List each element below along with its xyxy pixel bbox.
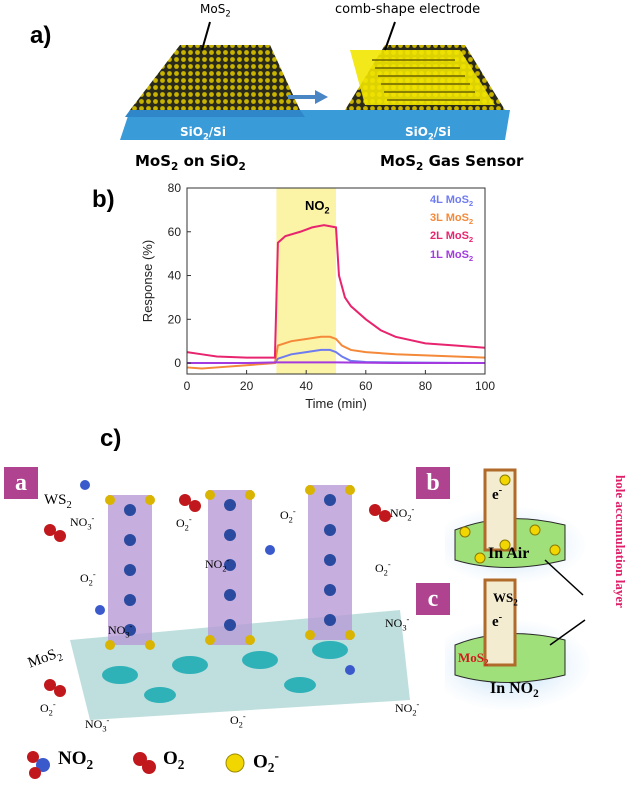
x-axis-label: Time (min) [305, 396, 367, 411]
insets-illustration [445, 468, 590, 710]
arrow-no2 [549, 619, 586, 646]
caption-mos2-on-sio2: MoS2 on SiO2 [135, 152, 246, 173]
inset-mos2-label: MoS2 [458, 650, 489, 668]
in-no2-label: In NO2 [490, 680, 539, 701]
ws2-column-2 [205, 490, 255, 645]
caption-mos2-gas-sensor: MoS2 Gas Sensor [380, 152, 524, 173]
y-tick-label: 20 [168, 312, 182, 326]
air-o2-ions [459, 474, 561, 564]
tag-c: c [416, 583, 450, 615]
comb-electrode-label: comb-shape electrode [335, 2, 481, 17]
panel-a-illustration [120, 21, 510, 140]
no2-label-2: NO2- [205, 556, 230, 574]
response-chart: 0 20 40 60 80 100 0 20 40 60 80 Time (min) Respons… [140, 181, 495, 411]
o2-legend-icon [133, 752, 156, 774]
no3-label-3: NO3- [385, 615, 410, 633]
no3-label-4: NO3- [85, 716, 110, 734]
hole-accumulation-label: hole accumulation layer [613, 475, 628, 608]
legend-entry-3: 2L MoS2 [430, 230, 474, 245]
no2-exposure-band [276, 188, 336, 374]
y-tick-label: 60 [168, 225, 182, 239]
air-ws2-plate [483, 468, 517, 552]
left-mos2-layer [130, 45, 300, 110]
tag-a: a [4, 467, 38, 499]
o2-ion-label-5: O2- [40, 700, 56, 718]
o2-ion-label-6: O2- [230, 712, 246, 730]
no3-label-1: NO3- [70, 514, 95, 532]
electron-label-air: e- [492, 485, 503, 503]
x-tick-label: 60 [359, 379, 373, 393]
in-air-label: In Air [488, 545, 530, 562]
o2-ion-label-1: O2- [80, 570, 96, 588]
o2-ion-label-4: O2- [375, 560, 391, 578]
electron-label-no2: e- [492, 612, 503, 630]
series-line-2 [186, 335, 486, 370]
y-tick-label: 80 [168, 181, 182, 195]
o2-ion-label-2: O2- [176, 515, 192, 533]
no2-label-1: NO2- [390, 505, 415, 523]
mos2-gas-sensor-device [340, 45, 510, 140]
ws2-label: WS2 [44, 492, 72, 511]
x-tick-label: 20 [240, 379, 254, 393]
mos2-on-sio2-device [120, 45, 370, 140]
series-line-3 [186, 224, 486, 359]
legend-entry-1: 4L MoS2 [430, 194, 474, 209]
x-tick-label: 40 [300, 379, 314, 393]
x-tick-label: 0 [184, 379, 191, 393]
legend-entry-4: 1L MoS2 [430, 248, 474, 263]
y-axis-label: Response (%) [140, 240, 155, 322]
y-tick-label: 0 [174, 356, 181, 370]
inset-ws2-label: WS2 [493, 590, 518, 608]
heterostructure-illustration [44, 480, 410, 720]
panel-b-letter: b) [92, 186, 115, 213]
plot-frame [186, 187, 486, 375]
o2-ion-legend-icon [225, 753, 245, 773]
series-line-4 [187, 361, 485, 365]
comb-electrode [350, 50, 495, 105]
x-tick-label: 80 [419, 379, 433, 393]
no2-band-label: NO2 [305, 198, 330, 216]
no2-label-3: NO2- [395, 700, 420, 718]
substrate-left-label: SiO2/Si [180, 125, 226, 142]
no2-ws2-plate [483, 578, 517, 667]
arrow-air [544, 559, 584, 596]
legend-no2: NO2 [58, 748, 94, 772]
panel-a-letter: a) [30, 22, 52, 49]
legend-entry-2: 3L MoS2 [430, 212, 474, 227]
molecule-legend-icons [27, 751, 245, 779]
no2-molecules [80, 480, 355, 675]
mos2-cylinders [102, 641, 348, 703]
ws2-column-3 [305, 485, 355, 640]
x-tick-label: 100 [475, 379, 495, 393]
tag-b: b [416, 467, 450, 499]
substrate-right-label: SiO2/Si [405, 125, 451, 142]
o2-ion-label-3: O2- [280, 507, 296, 525]
left-substrate-side [120, 110, 370, 140]
legend-o2-ion: O2- [253, 748, 279, 776]
chart-legend: 4L MoS2 3L MoS2 2L MoS2 1L MoS2 [430, 193, 473, 266]
no3-label-2: NO3- [108, 622, 133, 640]
ws2-column-1 [105, 495, 155, 650]
o2-molecules [44, 494, 391, 697]
legend-o2: O2 [163, 748, 185, 772]
mos2-top-label: MoS2 [200, 2, 231, 19]
no2-legend-icon [27, 751, 50, 779]
panel-c-letter: c) [100, 425, 122, 452]
y-tick-label: 40 [168, 269, 182, 283]
